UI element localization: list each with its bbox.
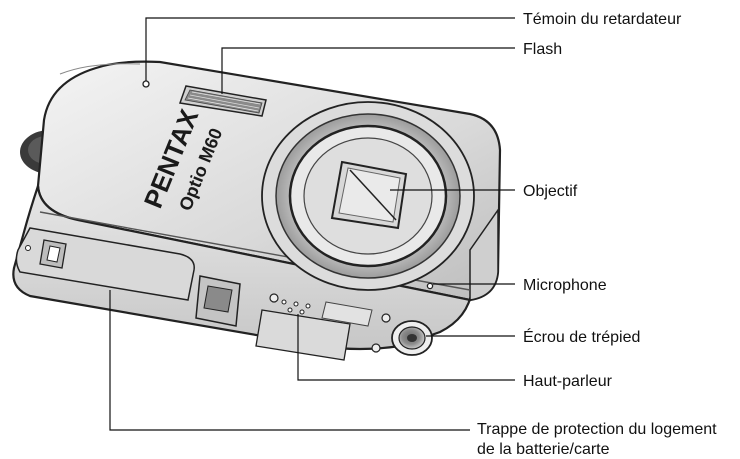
strap-mount (195, 275, 241, 327)
leader-lines (109, 17, 515, 431)
battery-card-cover (15, 227, 195, 301)
speaker-holes (281, 299, 311, 315)
label-flash: Flash (523, 41, 562, 58)
bottom-plate (255, 309, 351, 361)
label-lens: Objectif (523, 183, 578, 200)
screw (269, 293, 279, 303)
self-timer-lamp (142, 80, 150, 88)
label-microphone: Microphone (523, 277, 607, 294)
screw (381, 313, 391, 323)
microphone-hole (426, 282, 434, 290)
lens-assembly (261, 101, 475, 291)
seam-line (59, 63, 141, 75)
flash-window (178, 85, 267, 117)
camera-right-edge (469, 207, 499, 301)
label-speaker: Haut-parleur (523, 373, 613, 390)
bottom-plate (321, 301, 373, 327)
label-tripod-socket: Écrou de trépied (523, 327, 640, 346)
label-battery-cover-line1: Trappe de protection du logement (477, 421, 717, 438)
tripod-socket (391, 320, 433, 356)
label-battery-cover-line2: de la batterie/carte (477, 441, 610, 458)
screw (371, 343, 381, 353)
label-self-timer-lamp: Témoin du retardateur (523, 11, 682, 28)
